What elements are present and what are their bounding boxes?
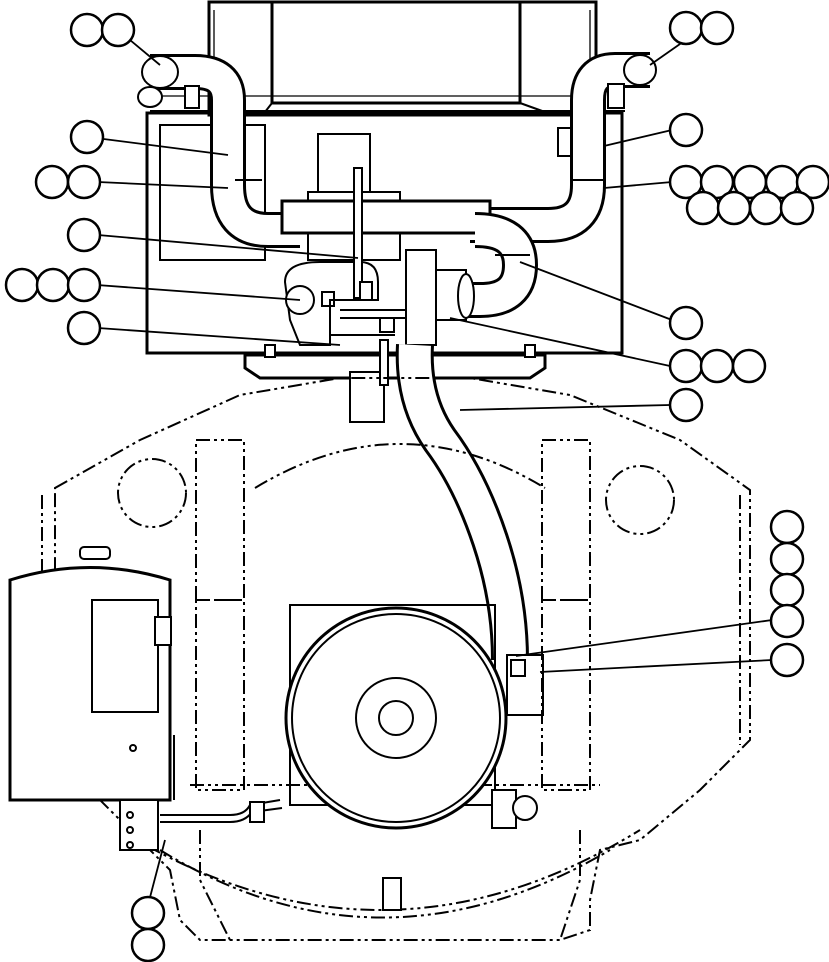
- callout-bubble: [748, 190, 784, 226]
- callout-bubble: [66, 310, 102, 346]
- callout-bubble: [668, 387, 704, 423]
- callout-bubble: [769, 603, 805, 639]
- callout-bubble: [69, 119, 105, 155]
- callout-bubble: [779, 190, 815, 226]
- callout-bubble: [699, 10, 735, 46]
- callout-bubble: [100, 12, 136, 48]
- callout-bubble: [35, 267, 71, 303]
- callout-bubble: [66, 164, 102, 200]
- callout-bubble: [685, 190, 721, 226]
- exhaust-hose: [395, 343, 544, 716]
- callout-bubble: [668, 348, 704, 384]
- callout-bubble: [66, 217, 102, 253]
- callout-bubble: [769, 509, 805, 545]
- callout-bubble: [66, 267, 102, 303]
- callout-bubble: [769, 572, 805, 608]
- flywheel: [284, 606, 538, 830]
- leader-lines: [87, 29, 773, 906]
- callout-bubble: [668, 112, 704, 148]
- callout-bubbles: [4, 10, 829, 962]
- callout-bubble: [4, 267, 40, 303]
- callout-bubble: [668, 10, 704, 46]
- mounting-bracket: [243, 339, 547, 423]
- oil-reservoir: [8, 546, 402, 911]
- exhaust-pipes: [137, 52, 657, 318]
- callout-bubble: [699, 348, 735, 384]
- callout-bubble: [716, 190, 752, 226]
- callout-bubble: [795, 164, 829, 200]
- callout-bubble: [769, 642, 805, 678]
- callout-bubble: [731, 348, 767, 384]
- callout-bubble: [769, 541, 805, 577]
- callout-bubble: [130, 895, 166, 931]
- callout-bubble: [69, 12, 105, 48]
- callout-bubble: [34, 164, 70, 200]
- callout-bubble: [130, 927, 166, 962]
- turbo-assembly: [283, 167, 475, 346]
- callout-bubble: [668, 305, 704, 341]
